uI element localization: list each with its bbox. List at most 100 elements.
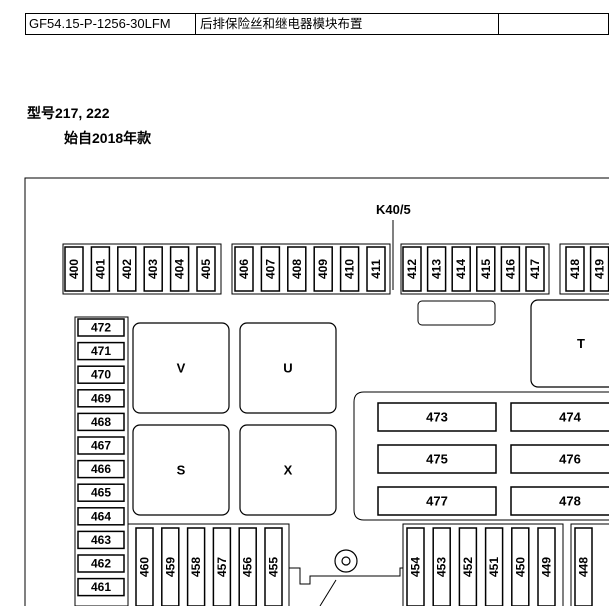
fuse-452: 452: [458, 527, 478, 606]
document-header: GF54.15-P-1256-30LFM 后排保险丝和继电器模块布置: [25, 13, 609, 35]
svg-text:470: 470: [91, 368, 111, 382]
svg-text:409: 409: [316, 259, 330, 279]
svg-text:463: 463: [91, 533, 111, 547]
svg-text:464: 464: [91, 509, 111, 523]
svg-text:410: 410: [343, 259, 357, 279]
fuse-404: 404: [169, 246, 190, 292]
fuse-450: 450: [511, 527, 530, 606]
group-bottom-a: [128, 523, 290, 606]
fuse-417: 417: [525, 246, 545, 292]
svg-text:X: X: [284, 463, 293, 478]
fuse-462: 462: [77, 554, 125, 573]
since-line: 始自2018年款: [64, 130, 152, 146]
svg-text:478: 478: [559, 494, 581, 509]
svg-text:466: 466: [91, 462, 111, 476]
svg-text:452: 452: [461, 557, 475, 577]
svg-text:454: 454: [409, 557, 423, 577]
fuse-449: 449: [537, 527, 556, 606]
svg-text:469: 469: [91, 391, 111, 405]
fuse-456: 456: [238, 527, 257, 606]
fuse-453: 453: [432, 527, 451, 606]
svg-text:457: 457: [215, 557, 229, 577]
fuse-411: 411: [366, 246, 386, 292]
svg-text:406: 406: [237, 259, 251, 279]
svg-text:475: 475: [426, 452, 448, 467]
svg-text:472: 472: [91, 321, 111, 335]
fuse-471: 471: [77, 341, 125, 361]
svg-text:S: S: [177, 463, 186, 478]
svg-text:459: 459: [163, 557, 177, 577]
svg-text:474: 474: [559, 410, 581, 425]
relay-S: S: [132, 424, 230, 516]
fuse-468: 468: [77, 412, 125, 432]
fuse-407: 407: [260, 246, 281, 292]
fuse-459: 459: [161, 527, 180, 606]
group-top-d: [559, 243, 609, 295]
fuse-413: 413: [426, 246, 447, 292]
fuse-454: 454: [406, 527, 425, 606]
svg-text:413: 413: [430, 259, 444, 279]
fuse-455: 455: [264, 527, 283, 606]
housing-lower-contour: [289, 567, 403, 585]
svg-text:455: 455: [267, 557, 281, 577]
svg-text:415: 415: [479, 259, 493, 279]
svg-text:404: 404: [173, 259, 187, 279]
svg-text:414: 414: [454, 259, 468, 279]
group-top-c: [400, 243, 550, 295]
svg-text:416: 416: [503, 259, 517, 279]
model-line: 型号217, 222: [27, 105, 110, 121]
fuse-414: 414: [451, 246, 471, 292]
fuse-465: 465: [77, 483, 125, 502]
document-id: GF54.15-P-1256-30LFM: [26, 14, 196, 34]
mount-hole: [341, 556, 351, 566]
svg-text:456: 456: [241, 557, 255, 577]
svg-text:448: 448: [577, 557, 591, 577]
document-title: 后排保险丝和继电器模块布置: [196, 14, 499, 34]
fuse-448: 448: [574, 527, 593, 606]
mount-ring: [334, 549, 358, 573]
svg-text:458: 458: [189, 557, 203, 577]
fuse-466: 466: [77, 459, 125, 479]
mount-pointer: [319, 579, 337, 606]
slot: [417, 300, 496, 326]
svg-text:408: 408: [290, 259, 304, 279]
fuse-474: 474: [510, 402, 609, 432]
svg-text:405: 405: [199, 259, 213, 279]
fuse-416: 416: [500, 246, 521, 292]
group-top-b: [231, 243, 391, 295]
fuse-473: 473: [377, 402, 497, 432]
fuse-406: 406: [234, 246, 254, 292]
svg-text:476: 476: [559, 452, 581, 467]
fuse-410: 410: [339, 246, 360, 292]
relay-V: V: [132, 322, 230, 414]
group-bottom-c: [570, 523, 609, 606]
fuse-409: 409: [313, 246, 333, 292]
fuse-419: 419: [589, 246, 609, 292]
fuse-464: 464: [77, 507, 125, 526]
svg-text:473: 473: [426, 410, 448, 425]
relay-X: X: [239, 424, 337, 516]
svg-text:U: U: [283, 361, 292, 376]
fuse-458: 458: [186, 527, 206, 606]
fuse-402: 402: [117, 246, 137, 292]
svg-text:471: 471: [91, 344, 111, 358]
svg-text:T: T: [577, 336, 585, 351]
svg-text:411: 411: [369, 259, 383, 279]
svg-text:403: 403: [146, 259, 160, 279]
fuse-476: 476: [510, 444, 609, 474]
fuse-418: 418: [565, 246, 585, 292]
fuse-405: 405: [196, 246, 216, 292]
svg-text:467: 467: [91, 439, 111, 453]
svg-text:461: 461: [91, 580, 111, 594]
group-top-a: [62, 243, 222, 295]
fuse-401: 401: [90, 246, 111, 292]
relay-T: T: [530, 299, 609, 388]
svg-text:451: 451: [487, 557, 501, 577]
fuse-457: 457: [212, 527, 232, 606]
group-left-col: [74, 316, 129, 606]
fuse-460: 460: [135, 527, 154, 606]
svg-text:477: 477: [426, 494, 448, 509]
fuse-470: 470: [77, 365, 125, 384]
relay-U: U: [239, 322, 337, 414]
